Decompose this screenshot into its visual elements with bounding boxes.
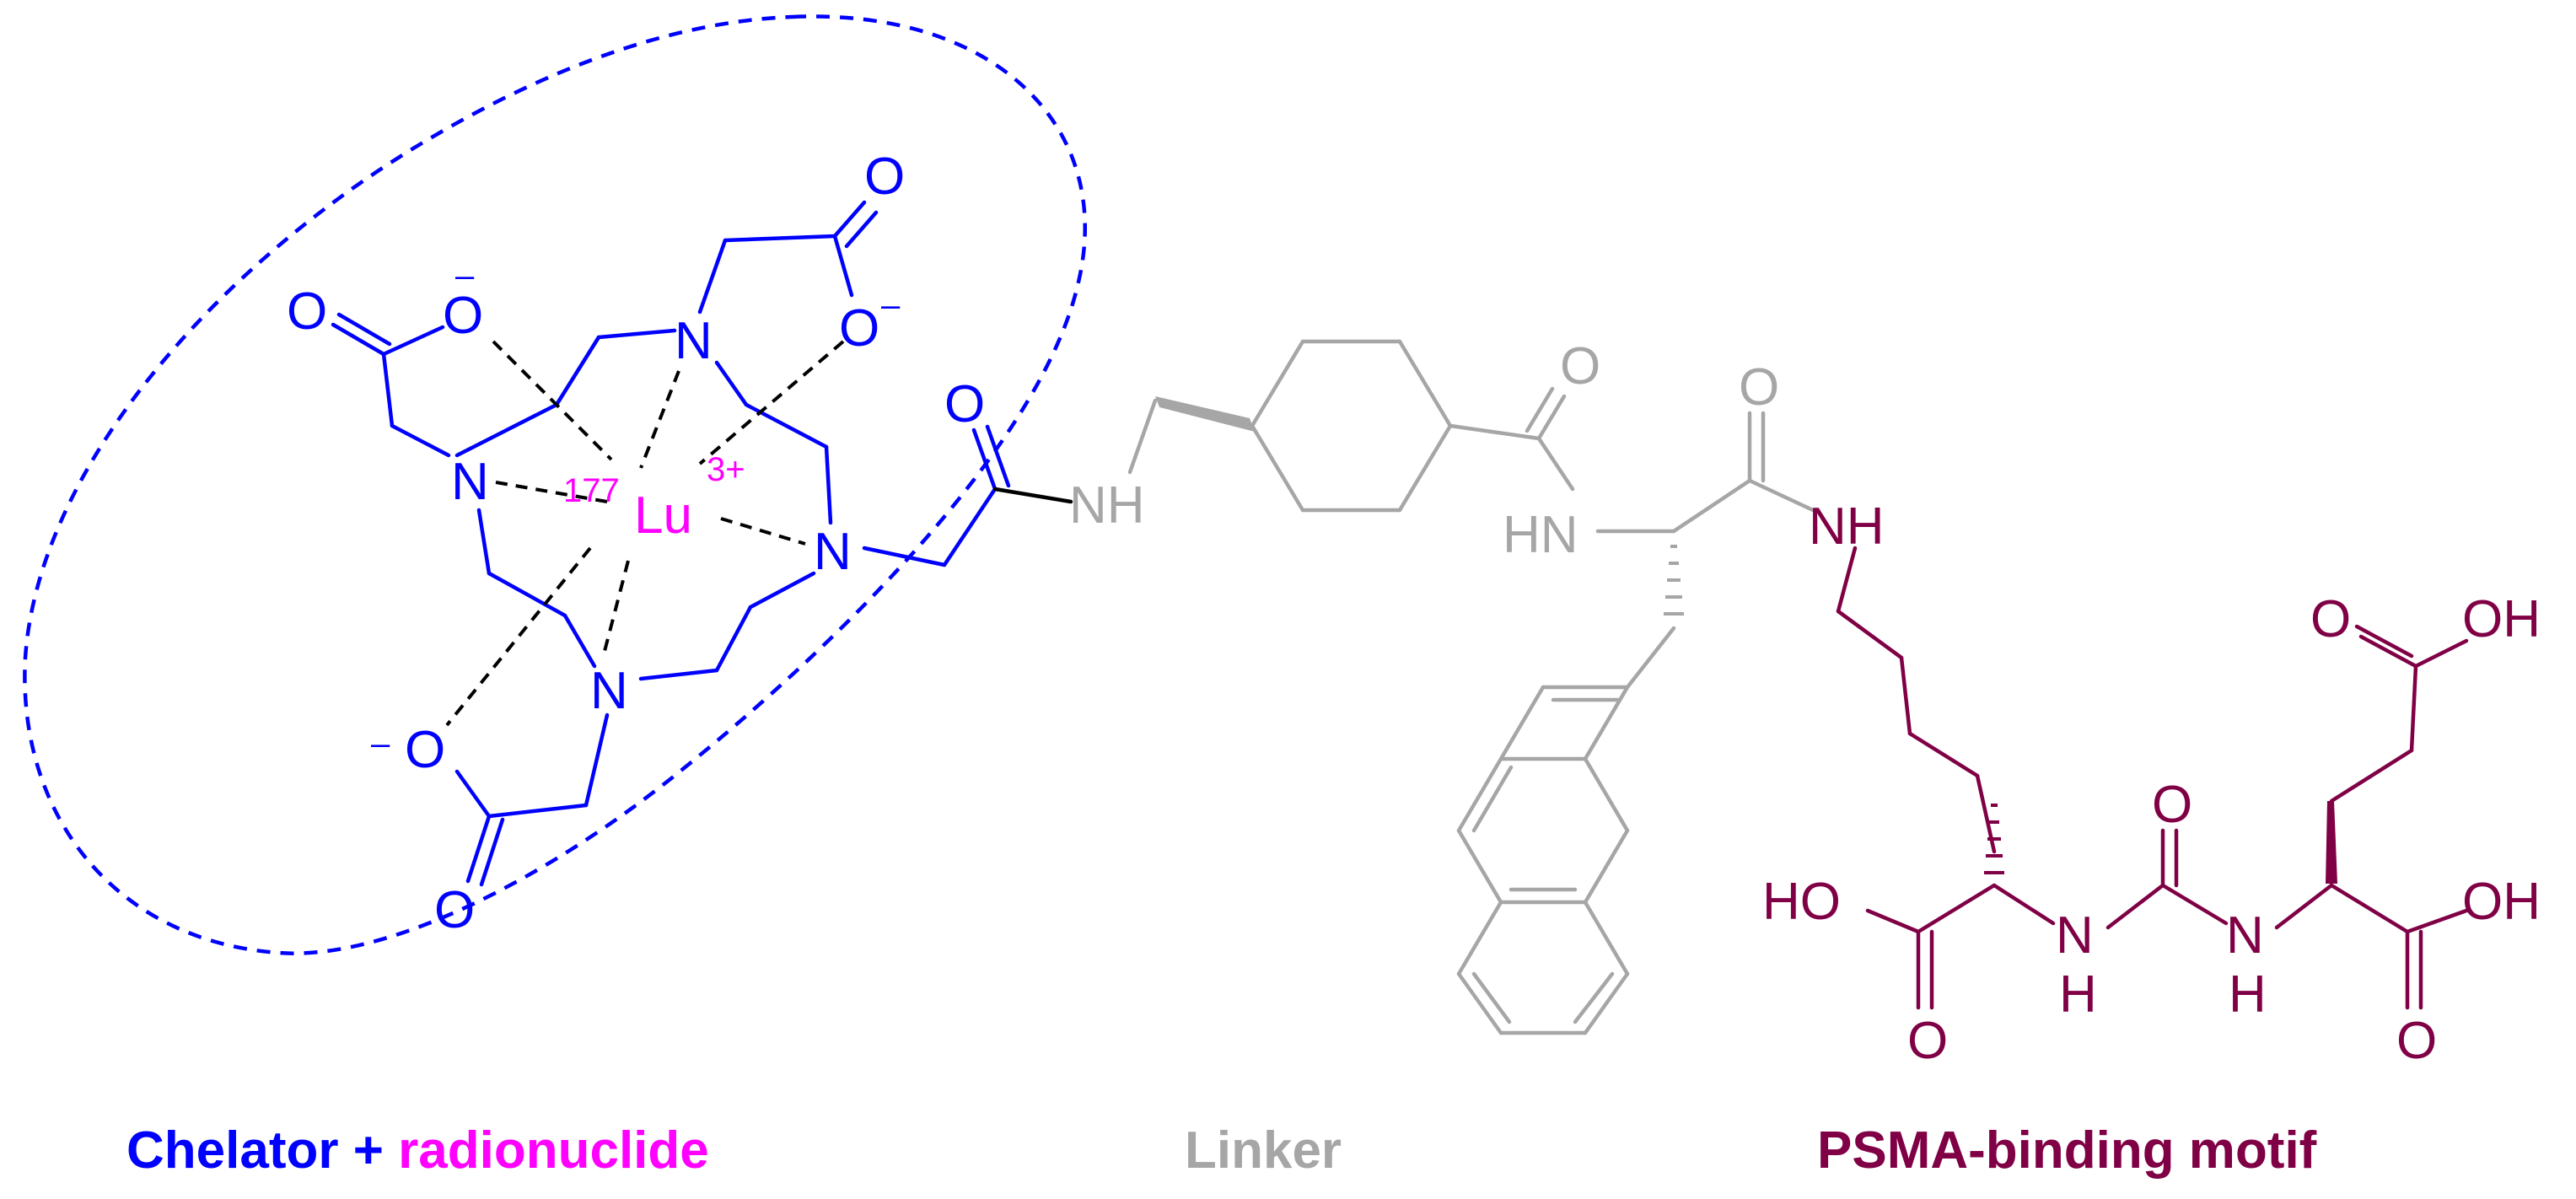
psma-n-urea-right: N bbox=[2226, 906, 2264, 965]
chelator-n-right: N bbox=[814, 523, 852, 581]
charge-minus-bottom: – bbox=[371, 725, 390, 762]
caption-chelator-radionuclide: Chelator + radionuclide bbox=[126, 1121, 709, 1180]
caption-psma: PSMA-binding motif bbox=[1817, 1121, 2317, 1180]
hashed-bond bbox=[1664, 545, 1684, 616]
amide-link-bond bbox=[992, 487, 1073, 504]
linker-hn: HN bbox=[1503, 506, 1578, 564]
psma-bonds bbox=[1836, 546, 2469, 1010]
caption-plus: + bbox=[338, 1121, 398, 1180]
chelator-bonds bbox=[331, 200, 1011, 887]
chelator-n-top: N bbox=[675, 312, 713, 370]
psma-h-urea-right: H bbox=[2229, 965, 2267, 1024]
carboxylate-o-minus-top: O bbox=[839, 299, 879, 358]
chelator-n-left: N bbox=[451, 453, 489, 511]
lutetium-ion: 177 Lu 3+ bbox=[563, 451, 745, 545]
amide-o: O bbox=[944, 375, 985, 433]
linker-o-carbonyl-1: O bbox=[1560, 337, 1600, 395]
psma-o-left: O bbox=[1907, 1012, 1948, 1070]
psma-o-right: O bbox=[2396, 1012, 2437, 1070]
coordination-bonds bbox=[445, 340, 845, 727]
lu-symbol: Lu bbox=[634, 487, 692, 545]
caption-linker: Linker bbox=[1185, 1121, 1342, 1180]
linker-o-carbonyl-2: O bbox=[1739, 358, 1779, 417]
lu-charge: 3+ bbox=[707, 451, 745, 488]
wedge-bond bbox=[1155, 396, 1255, 432]
psma-o-urea: O bbox=[2152, 776, 2192, 834]
psma-ho-left: HO bbox=[1762, 873, 1841, 931]
psma-h-urea-left: H bbox=[2059, 965, 2097, 1024]
hashed-bond bbox=[1984, 804, 2004, 874]
psma-oh-right: OH bbox=[2462, 873, 2541, 931]
chelator-n-bottom: N bbox=[590, 662, 628, 720]
lu-mass-number: 177 bbox=[563, 472, 620, 509]
psma-o-sidechain: O bbox=[2310, 590, 2351, 648]
carboxylate-o-double-top: O bbox=[864, 148, 905, 206]
carboxylate-o-double-left: O bbox=[287, 282, 327, 341]
psma-nh-lysine: NH bbox=[1809, 497, 1885, 556]
wedge-bond bbox=[2326, 801, 2337, 884]
chelator-highlight-ellipse bbox=[23, 14, 1088, 955]
charge-minus-top: – bbox=[881, 287, 901, 324]
linker-nh-amine: NH bbox=[1069, 476, 1145, 535]
psma-n-urea-left: N bbox=[2056, 906, 2094, 965]
caption-radionuclide: radionuclide bbox=[398, 1121, 709, 1180]
linker-bonds bbox=[1127, 339, 1815, 1035]
carboxylate-o-minus-bottom: O bbox=[405, 721, 445, 779]
carboxylate-o-minus-left: O bbox=[443, 287, 483, 345]
charge-minus-left: – bbox=[455, 257, 475, 294]
carboxylate-o-double-bottom: O bbox=[434, 881, 475, 939]
caption-chelator: Chelator bbox=[126, 1121, 338, 1180]
psma-oh-sidechain: OH bbox=[2462, 590, 2541, 648]
